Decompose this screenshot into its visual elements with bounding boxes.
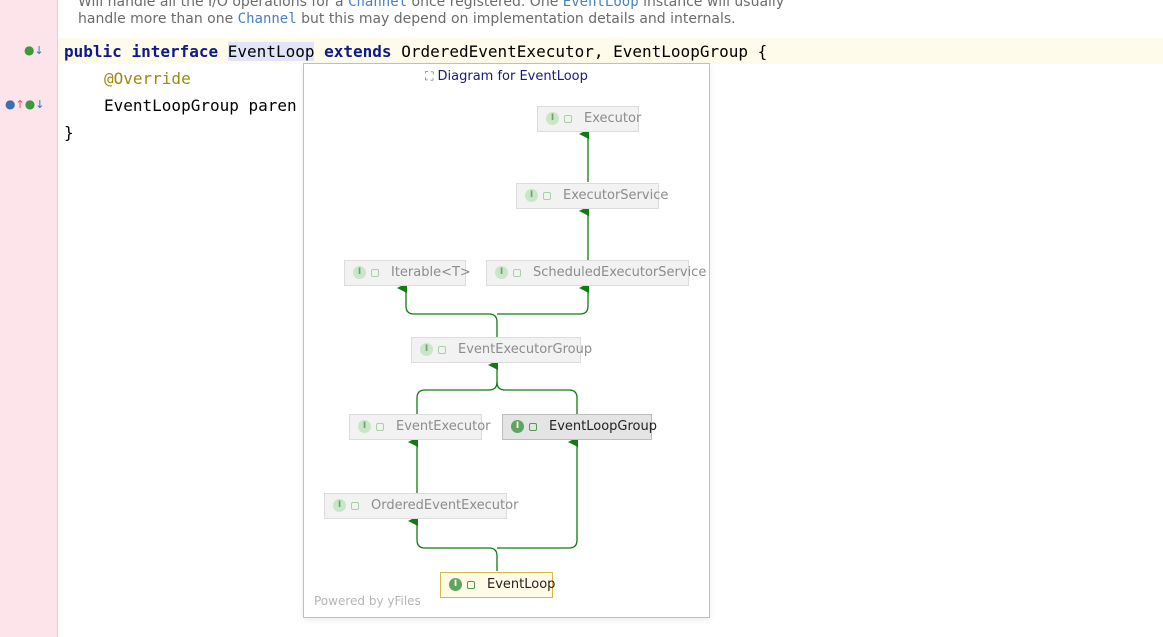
interface-icon: I (449, 578, 462, 591)
code-line-annotation[interactable]: @Override (104, 69, 191, 88)
interface-icon: I (546, 112, 559, 125)
edge-elg-eeg (496, 381, 578, 414)
public-icon (543, 191, 551, 200)
edge-eeg-iterable (397, 283, 498, 337)
code-line-method[interactable]: EventLoopGroup paren (104, 96, 297, 115)
public-icon (376, 422, 384, 431)
public-icon (351, 501, 359, 510)
edge-el-elg (497, 437, 578, 549)
edge-el-oee (408, 516, 498, 571)
edge-eeg-scheduled (496, 283, 589, 315)
public-icon (564, 114, 572, 123)
interface-name: EventLoop (227, 42, 315, 61)
code-line-declaration[interactable]: public interface EventLoop extends Order… (64, 42, 768, 61)
javadoc-line-1: Will handle all the I/O operations for a… (78, 0, 785, 10)
public-icon (467, 580, 475, 589)
interface-icon: I (353, 266, 366, 279)
interface-icon: I (420, 343, 433, 356)
public-icon (513, 268, 521, 277)
interface-icon: I (358, 420, 371, 433)
javadoc-line-2: handle more than one Channel but this ma… (78, 11, 736, 27)
interface-icon: I (333, 499, 346, 512)
override-icon[interactable]: ●↑●↓ (5, 97, 45, 111)
diagram-icon: ⛶ (425, 69, 434, 83)
implemented-icon[interactable]: ●↓ (24, 43, 44, 57)
editor-gutter: ●↓ ●↑●↓ (0, 0, 58, 637)
inheritance-edges (397, 129, 589, 571)
code-line-close-brace[interactable]: } (64, 123, 74, 142)
interface-icon: I (525, 189, 538, 202)
interface-icon: I (495, 266, 508, 279)
public-icon (371, 268, 379, 277)
public-icon (438, 345, 446, 354)
public-icon (529, 422, 537, 431)
edge-ee-eeg (416, 360, 498, 414)
popup-title: ⛶Diagram for EventLoop (304, 64, 709, 88)
powered-by-label: Powered by yFiles (314, 594, 421, 608)
interface-icon: I (511, 420, 524, 433)
